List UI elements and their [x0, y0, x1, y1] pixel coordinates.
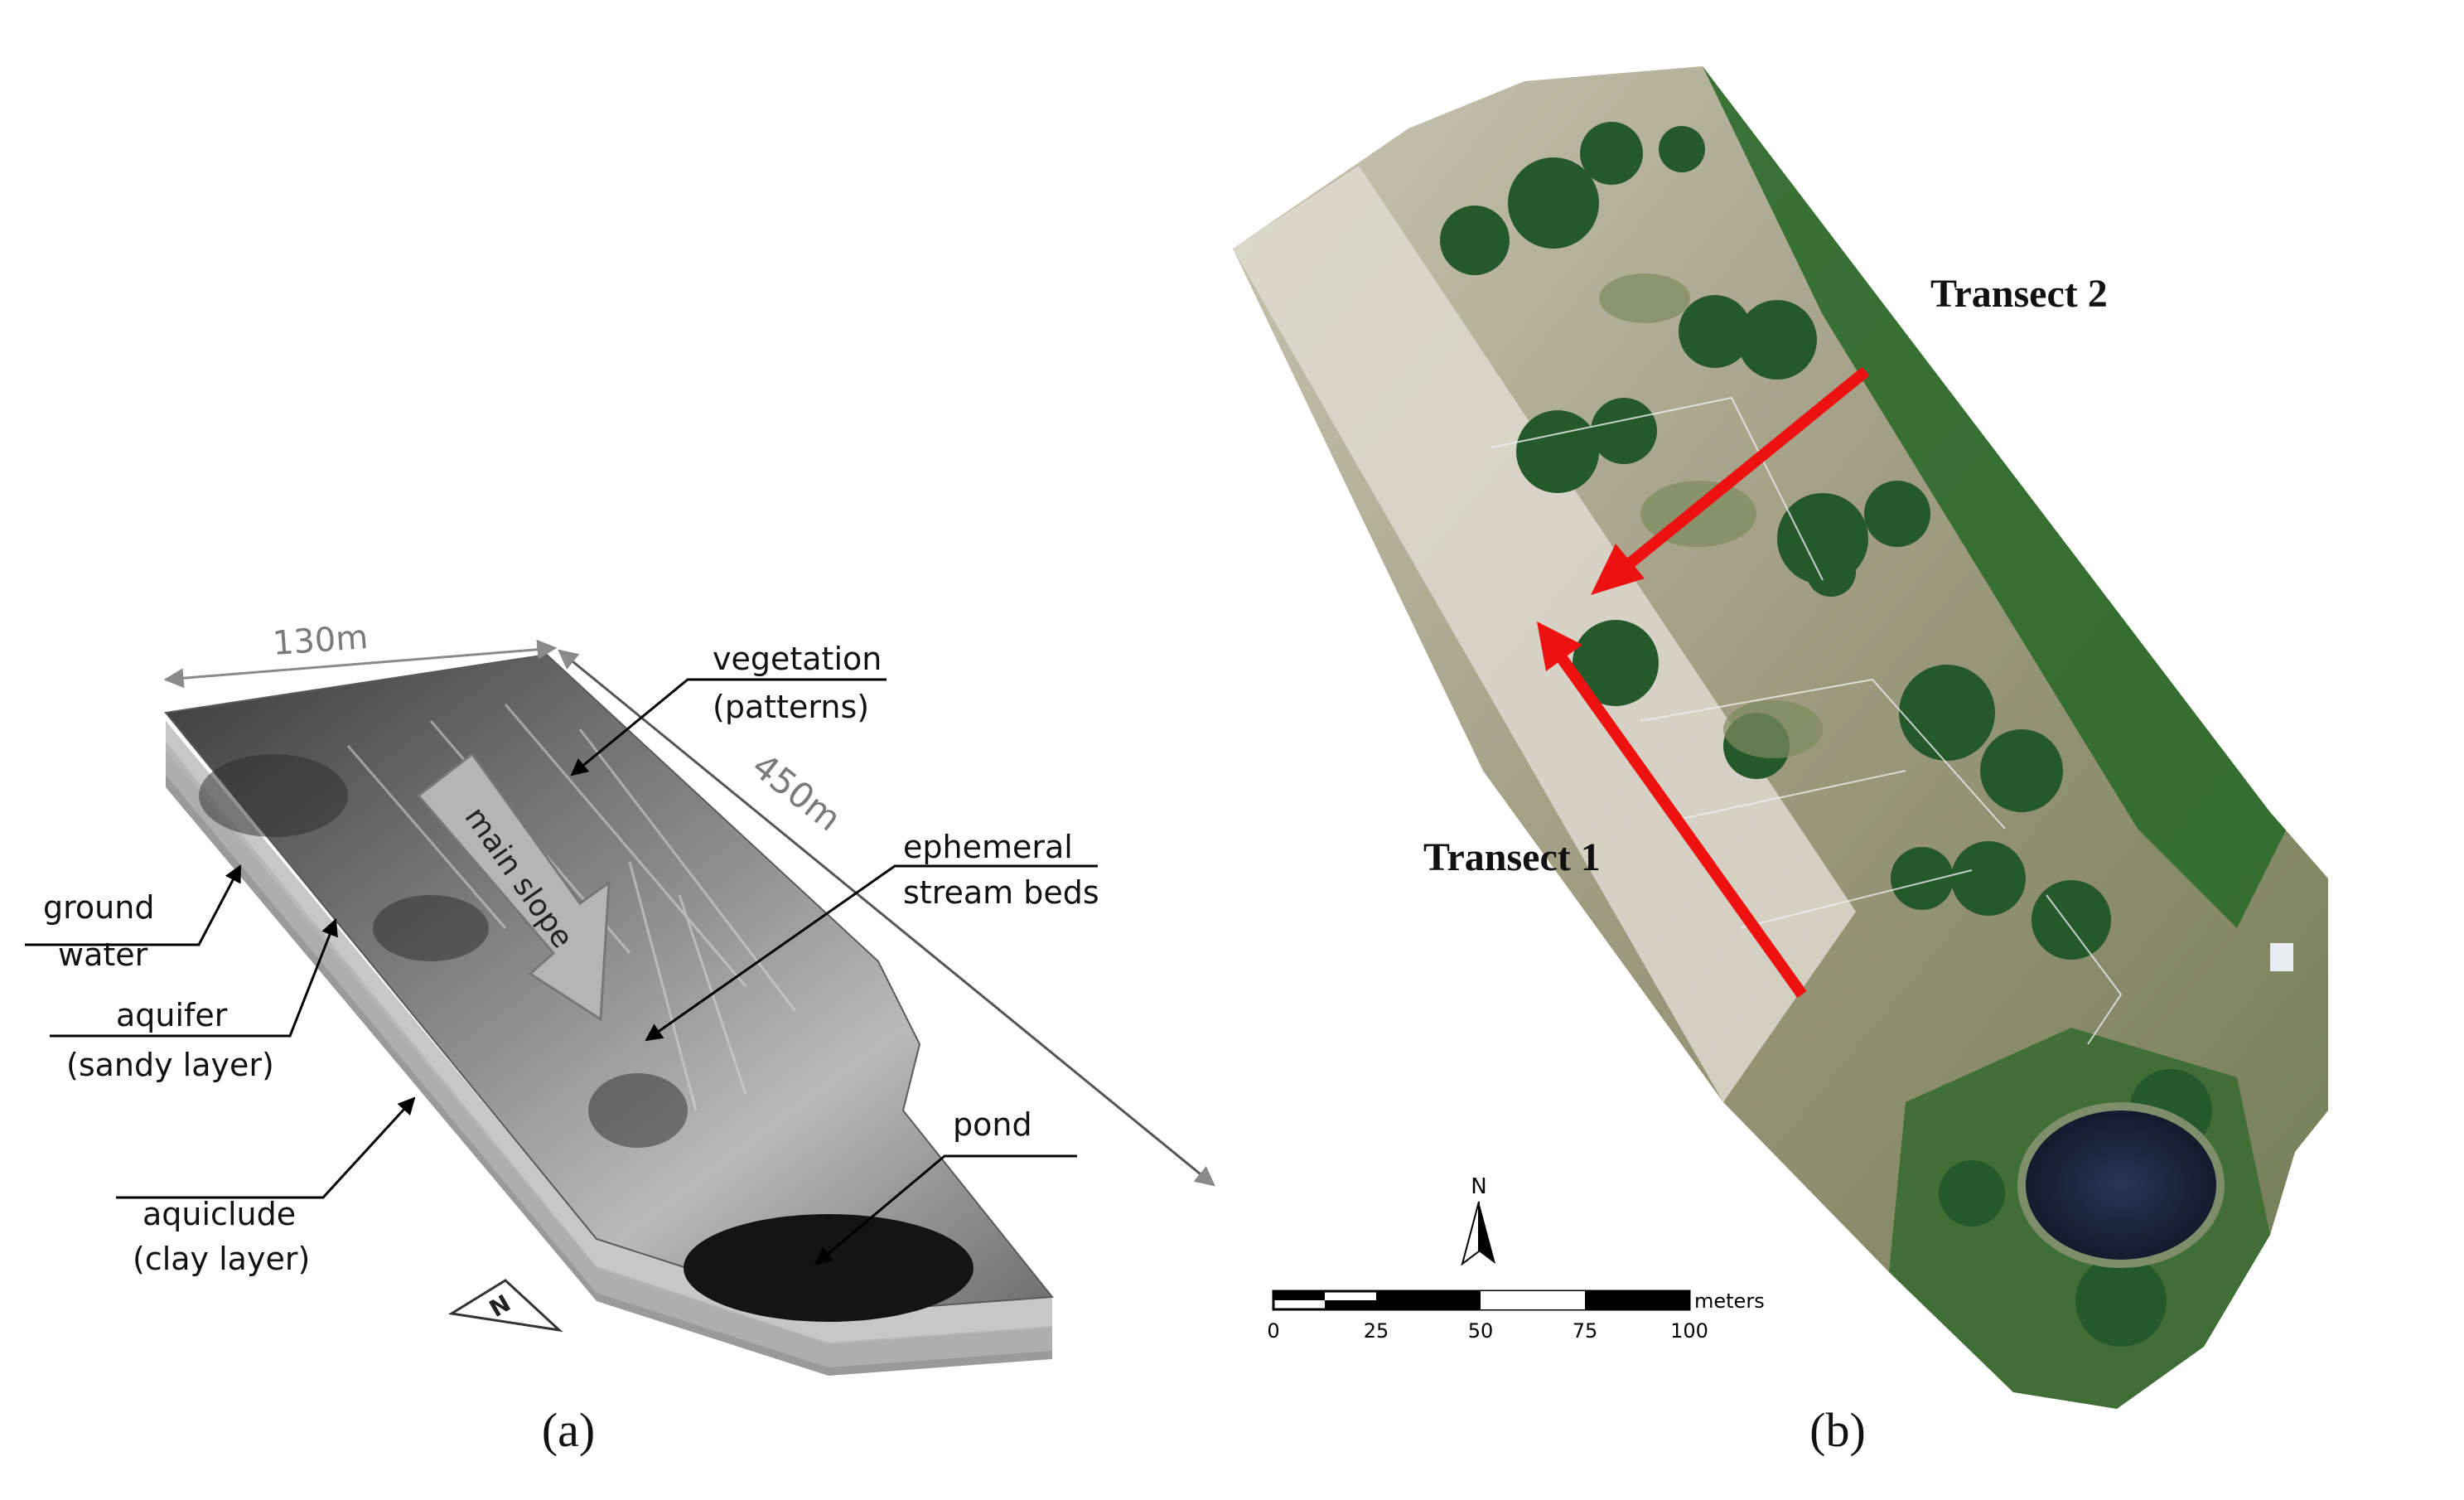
aquifer-label: aquifer	[116, 997, 228, 1033]
transect-1-arrow	[1537, 622, 1807, 999]
panel-b-caption: (b)	[1809, 1403, 1866, 1457]
panel-a-caption: (a)	[542, 1403, 595, 1457]
scale-tick-100: 100	[1670, 1319, 1708, 1343]
length-dimension-label: 450m	[745, 745, 849, 839]
ephemeral-sublabel: stream beds	[903, 874, 1099, 911]
pond-label: pond	[953, 1106, 1032, 1143]
aerial-pond	[2017, 1102, 2225, 1268]
leader-lines	[25, 678, 1098, 1265]
scale-tick-25: 25	[1364, 1319, 1389, 1343]
aquifer-sublabel: (sandy layer)	[66, 1047, 274, 1083]
north-arrow-icon	[1461, 1201, 1495, 1266]
ground-water-sublabel: water	[58, 936, 148, 973]
scale-bar	[1272, 1290, 1691, 1311]
scale-unit-label: meters	[1694, 1290, 1765, 1313]
aerial-image	[1233, 66, 2328, 1409]
north-triangle-icon	[447, 1279, 563, 1333]
transect-2-arrow	[1591, 366, 1870, 595]
length-dimension-line	[558, 649, 1215, 1187]
scale-tick-50: 50	[1468, 1319, 1494, 1343]
scale-tick-0: 0	[1267, 1319, 1279, 1343]
terrain-surface	[164, 653, 1054, 1315]
transect-2-label: Transect 2	[1930, 272, 2108, 316]
panel-b-aerial-map: Transect 2 Transect 1 N meters 0 25 50 7…	[1233, 66, 2328, 1457]
north-arrow-label: N	[1471, 1174, 1486, 1199]
pond-shape	[684, 1214, 974, 1322]
vegetation-label: vegetation	[713, 641, 882, 677]
aquiclude-sublabel: (clay layer)	[133, 1241, 310, 1277]
vegetation-sublabel: (patterns)	[713, 689, 869, 725]
ground-water-label: ground	[43, 889, 154, 926]
panel-a-block-diagram: main slope 130m 450m vegetation (pattern…	[25, 618, 1215, 1457]
width-dimension-label: 130m	[271, 618, 369, 663]
transect-1-label: Transect 1	[1423, 835, 1601, 879]
ephemeral-label: ephemeral	[903, 829, 1073, 865]
scale-tick-75: 75	[1573, 1319, 1598, 1343]
width-dimension-line	[163, 639, 558, 689]
aquiclude-label: aquiclude	[143, 1196, 296, 1232]
